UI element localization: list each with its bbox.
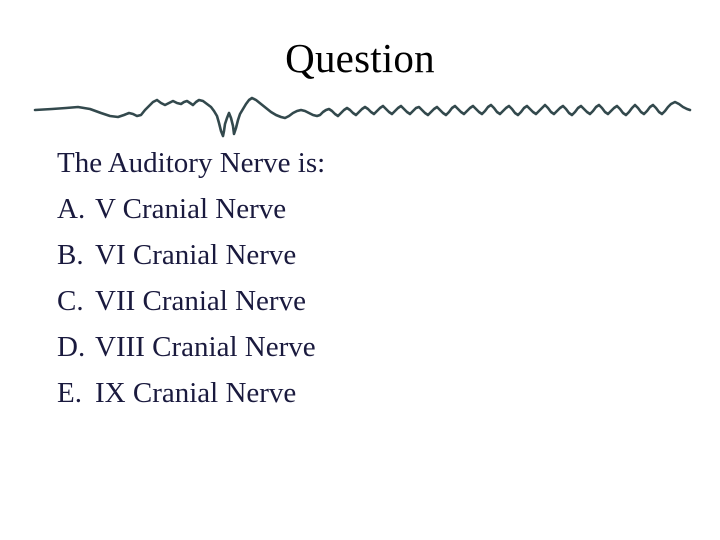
waveform-divider-icon: [33, 96, 692, 138]
option-c[interactable]: C. VII Cranial Nerve: [57, 278, 697, 324]
option-d[interactable]: D. VIII Cranial Nerve: [57, 324, 697, 370]
option-b-text: VI Cranial Nerve: [95, 239, 297, 271]
divider: [0, 82, 720, 144]
option-e[interactable]: E. IX Cranial Nerve: [57, 370, 697, 416]
waveform-path: [33, 96, 692, 138]
option-b-letter: B.: [57, 239, 84, 271]
page-title: Question: [285, 35, 435, 81]
option-a-letter: A.: [57, 193, 86, 225]
question-body: The Auditory Nerve is: A. V Cranial Nerve…: [57, 140, 697, 416]
option-e-letter: E.: [57, 377, 82, 409]
option-a-text: V Cranial Nerve: [95, 193, 287, 225]
option-e-text: IX Cranial Nerve: [95, 377, 297, 409]
option-b[interactable]: B. VI Cranial Nerve: [57, 232, 697, 278]
option-a[interactable]: A. V Cranial Nerve: [57, 186, 697, 232]
option-c-text: VII Cranial Nerve: [95, 285, 306, 317]
option-d-text: VIII Cranial Nerve: [95, 331, 316, 363]
question-stem: The Auditory Nerve is:: [57, 147, 326, 179]
option-c-letter: C.: [57, 285, 84, 317]
option-d-letter: D.: [57, 331, 86, 363]
